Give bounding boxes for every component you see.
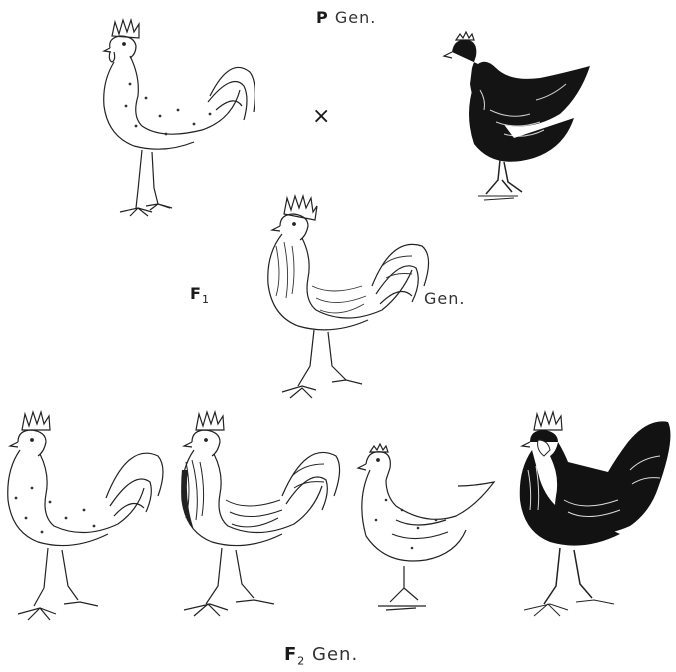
cross-symbol: × — [312, 104, 331, 129]
f1-gen-text: Gen. — [424, 289, 465, 308]
f2-blue-rooster-illustration — [176, 400, 342, 622]
f1-subscript: 1 — [202, 293, 210, 306]
f1-rooster-illustration — [262, 186, 430, 406]
f1-generation-label: F1 — [190, 284, 210, 306]
f2-gen-text: Gen. — [312, 644, 358, 665]
p-gen-text: Gen. — [335, 8, 376, 27]
f2-generation-label: F2 Gen. — [284, 644, 358, 668]
p-white-rooster-illustration — [90, 6, 255, 231]
f2-hen-illustration — [356, 440, 498, 618]
f2-white-rooster-illustration — [2, 398, 164, 626]
f2-letter: F — [284, 644, 297, 665]
f1-letter: F — [190, 284, 202, 303]
p-black-hen-illustration — [440, 30, 592, 205]
f2-black-rooster-illustration — [514, 400, 676, 622]
f2-subscript: 2 — [297, 655, 305, 668]
p-letter: P — [316, 8, 329, 27]
p-generation-label: P Gen. — [316, 8, 376, 27]
